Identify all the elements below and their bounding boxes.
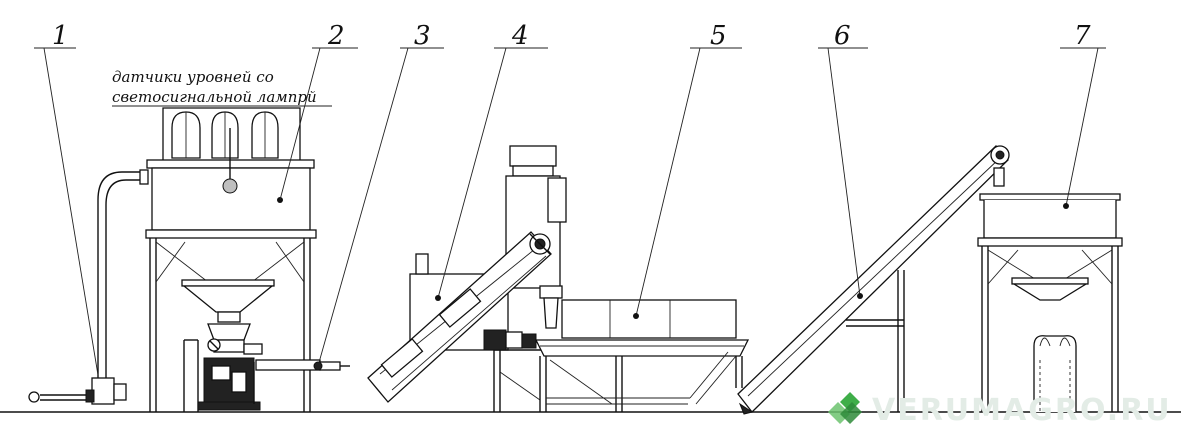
callout-3: 3 — [317, 21, 444, 367]
item-6-inclined-bagging-auger — [737, 145, 1010, 415]
watermark-text: VERUMAGRO.RU — [872, 393, 1172, 428]
item-4-inclined-auger-and-tower — [367, 145, 567, 412]
callout-6: 6 — [818, 21, 868, 299]
callout-label-2: 2 — [327, 21, 345, 51]
callout-1: 1 — [34, 21, 99, 376]
item-5-horizontal-conveyor — [483, 299, 750, 412]
callout-label-3: 3 — [414, 21, 431, 51]
callout-label-5: 5 — [710, 21, 727, 51]
sensor-note-line-2: светосигнальной лампрй — [112, 88, 317, 106]
item-7-bagging-hopper — [977, 193, 1123, 412]
item-3-discharge-auger — [255, 359, 350, 371]
callout-label-6: 6 — [834, 21, 851, 51]
callout-5: 5 — [633, 21, 742, 319]
callout-label-1: 1 — [52, 21, 69, 51]
watermark: VERUMAGRO.RU — [828, 392, 1172, 428]
item-1-pneumatic-feeder — [28, 169, 149, 405]
sensor-annotation: датчики уровней со светосигнальной лампр… — [112, 68, 332, 107]
callout-2: 2 — [279, 21, 358, 201]
watermark-logo-icon — [828, 392, 862, 424]
callout-label-4: 4 — [511, 21, 529, 51]
callout-4: 4 — [435, 21, 548, 301]
item-2-hopper-with-dosing-unit — [145, 107, 317, 412]
sensor-note-line-1: датчики уровней со — [112, 68, 274, 86]
callout-label-7: 7 — [1074, 21, 1091, 51]
callout-7: 7 — [1060, 21, 1106, 209]
